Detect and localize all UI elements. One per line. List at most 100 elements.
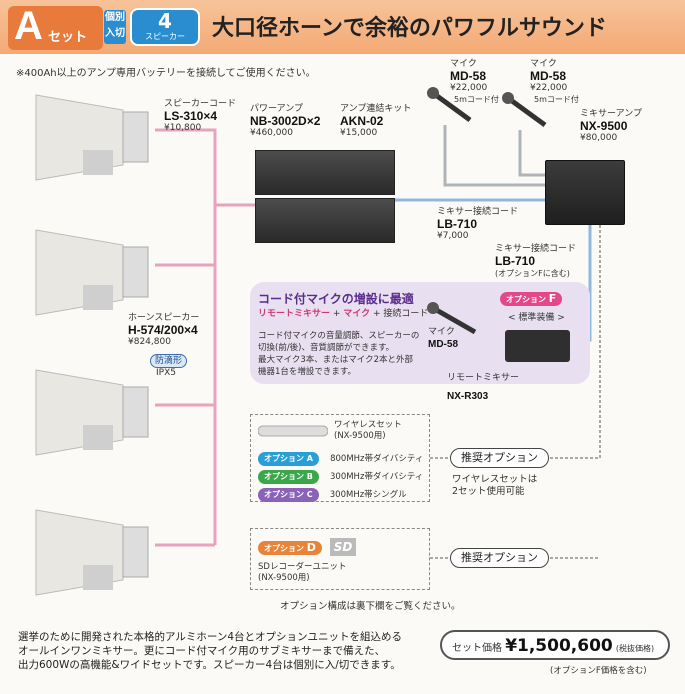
mixer-cord2-price: (オプションFに含む)	[495, 269, 570, 278]
speaker-cord-block: スピーカーコード LS-310×4 ¥10,800	[164, 98, 236, 134]
remote-mixer-unit	[505, 330, 570, 362]
mic1-label: マイク	[450, 59, 477, 69]
remote-mixer-model: NX-R303	[447, 391, 489, 402]
option-row-c: オプション C 300MHz帯シングル	[258, 482, 423, 502]
power-amp-block: パワーアンプ NB-3002D×2 ¥460,000	[250, 103, 320, 139]
option-b-letter: B	[306, 472, 313, 481]
wireless-set-name: ワイヤレスセット	[334, 420, 402, 430]
mic2-model: MD-58	[530, 69, 567, 83]
mixer-amp-unit	[545, 160, 625, 225]
amp-kit-label: アンプ連結キット	[340, 104, 412, 114]
option-a-badge-text: オプション	[264, 454, 304, 463]
kobetsu-line1: 個別	[105, 12, 125, 23]
option-c-text: 300MHz帯シングル	[329, 490, 407, 500]
sd-recorder-sub: (NX-9500用)	[258, 573, 310, 583]
speaker-count: 4	[158, 9, 172, 33]
waterproof-tag: 防滴形	[150, 354, 188, 368]
mixer-amp-label: ミキサーアンプ	[580, 109, 643, 119]
set-word: セット	[48, 30, 88, 45]
wireless-set-label: ワイヤレスセット (NX-9500用)	[334, 420, 402, 442]
set-price-box	[440, 630, 670, 660]
mixer-amp-price: ¥80,000	[580, 133, 618, 143]
set-a-badge: A セット	[8, 4, 103, 50]
horn-speaker-2	[35, 229, 149, 316]
sd-recorder-label: SDレコーダーユニット	[258, 562, 347, 572]
mixer-cord1-block: ミキサー接続コード LB-710 ¥7,000	[437, 206, 518, 242]
promo-mic-model: MD-58	[428, 339, 459, 350]
promo-sub: リモートミキサー + マイク + 接続コード	[258, 306, 428, 319]
amp-kit-block: アンプ連結キット AKN-02 ¥15,000	[340, 103, 411, 139]
wireless-note: ワイヤレスセットは 2セット使用可能	[452, 474, 537, 498]
wireless-mic-icon	[258, 425, 328, 437]
horn-speaker-block: ホーンスピーカー H-574/200×4 ¥824,800 防滴形 IPX5	[128, 312, 199, 379]
set-price-note: (オプションF価格を含む)	[550, 666, 647, 676]
power-amp-price: ¥460,000	[250, 128, 293, 138]
ip-rating: IPX5	[156, 368, 176, 378]
wireless-note-line: 2セット使用可能	[452, 486, 525, 497]
kobetsu-badge: 個別 入切	[104, 10, 126, 44]
option-b-text: 300MHz帯ダイバシティ	[330, 472, 424, 482]
mic1-note: 5mコード付	[454, 95, 499, 104]
option-b-badge-text: オプション	[264, 472, 304, 481]
set-letter: A	[14, 4, 43, 48]
promo-sub-cord: + 接続コード	[370, 309, 429, 319]
option-rows: オプション A 800MHz帯ダイバシティ オプション B 300MHz帯ダイバ…	[258, 446, 424, 502]
promo-desc-line: 機器1台を増設できます。	[258, 367, 357, 377]
battery-note: ※400Ah以上のアンプ専用バッテリーを接続してご使用ください。	[16, 68, 316, 79]
footer-line: 出力600Wの高機能&ワイドセットです。スピーカー4台は個別に入/切できます。	[18, 659, 401, 671]
promo-sub-plus: +	[330, 309, 344, 319]
promo-mic-label: マイク	[428, 327, 455, 337]
power-amp-unit-1	[255, 150, 395, 195]
power-amp-label: パワーアンプ	[250, 104, 304, 114]
footer-line: 選挙のために開発された本格的アルミホーン4台とオプションユニットを組込める	[18, 631, 403, 643]
speaker-wiring	[155, 128, 255, 547]
promo-desc-line: コード付マイクの音量調節、スピーカーの	[258, 331, 420, 341]
mixer-amp-block: ミキサーアンプ NX-9500 ¥80,000	[580, 108, 642, 144]
option-c-badge-text: オプション	[264, 490, 304, 499]
mic2-label: マイク	[530, 59, 557, 69]
mic2-note: 5mコード付	[534, 95, 579, 104]
horn-speaker-4	[35, 509, 149, 596]
mic2-block: マイク MD-58 ¥22,000 5mコード付	[530, 58, 579, 105]
option-d-box	[250, 528, 430, 590]
mic1-price: ¥22,000	[450, 83, 488, 93]
option-b-badge: オプション B	[258, 470, 319, 484]
wireless-note-line: ワイヤレスセットは	[452, 474, 538, 485]
speaker-cord-model: LS-310×4	[164, 109, 218, 123]
option-d-badge: オプション D	[258, 541, 322, 555]
set-price-tax: (税抜価格)	[615, 644, 655, 653]
footer-line: オールインワンミキサー。更にコード付マイク用のサブミキサーまで備えた、	[18, 645, 386, 657]
set-price-label: セット価格	[452, 643, 502, 654]
mixer-cord2-label: ミキサー接続コード	[495, 244, 577, 254]
power-amp-unit-2	[255, 198, 395, 243]
sd-logo: SD	[330, 538, 356, 556]
speaker-cord-price: ¥10,800	[164, 123, 202, 133]
option-a-badge: オプション A	[258, 452, 319, 466]
horn-speaker-label: ホーンスピーカー	[128, 313, 200, 323]
mixer-cord2-block: ミキサー接続コード LB-710 (オプションFに含む)	[495, 243, 576, 279]
horn-speaker-3	[35, 369, 149, 456]
mic2-price: ¥22,000	[530, 83, 568, 93]
option-a-text: 800MHz帯ダイバシティ	[330, 454, 424, 464]
set-price-line: セット価格 ¥1,500,600 (税抜価格)	[452, 636, 654, 656]
mixer-cord1-model: LB-710	[437, 217, 478, 231]
option-f-text: オプション	[506, 295, 546, 304]
promo-description: コード付マイクの音量調節、スピーカーの 切換(前/後)、音質調節ができます。 最…	[258, 330, 419, 378]
recommend-option-badge-1: 推奨オプション	[450, 448, 549, 468]
option-a-letter: A	[306, 454, 313, 463]
mic1-model: MD-58	[450, 69, 487, 83]
mixer-amp-model: NX-9500	[580, 119, 628, 133]
footer-description: 選挙のために開発された本格的アルミホーン4台とオプションユニットを組込める オー…	[18, 630, 402, 672]
option-f-letter: F	[548, 292, 557, 305]
promo-sub-mic: マイク	[343, 309, 371, 319]
speaker-count-badge: 4 スピーカー	[130, 8, 200, 46]
mixer-cord2-model: LB-710	[495, 254, 536, 268]
option-row-a: オプション A 800MHz帯ダイバシティ	[258, 446, 424, 466]
wireless-set-sub: (NX-9500用)	[334, 431, 386, 441]
horn-speaker-price: ¥824,800	[128, 337, 171, 347]
promo-desc-line: 最大マイク3本、またはマイク2本と外部	[258, 355, 413, 365]
power-amp-model: NB-3002D×2	[250, 114, 321, 128]
promo-heading: コード付マイクの増設に最適	[258, 292, 414, 306]
amp-kit-price: ¥15,000	[340, 128, 378, 138]
